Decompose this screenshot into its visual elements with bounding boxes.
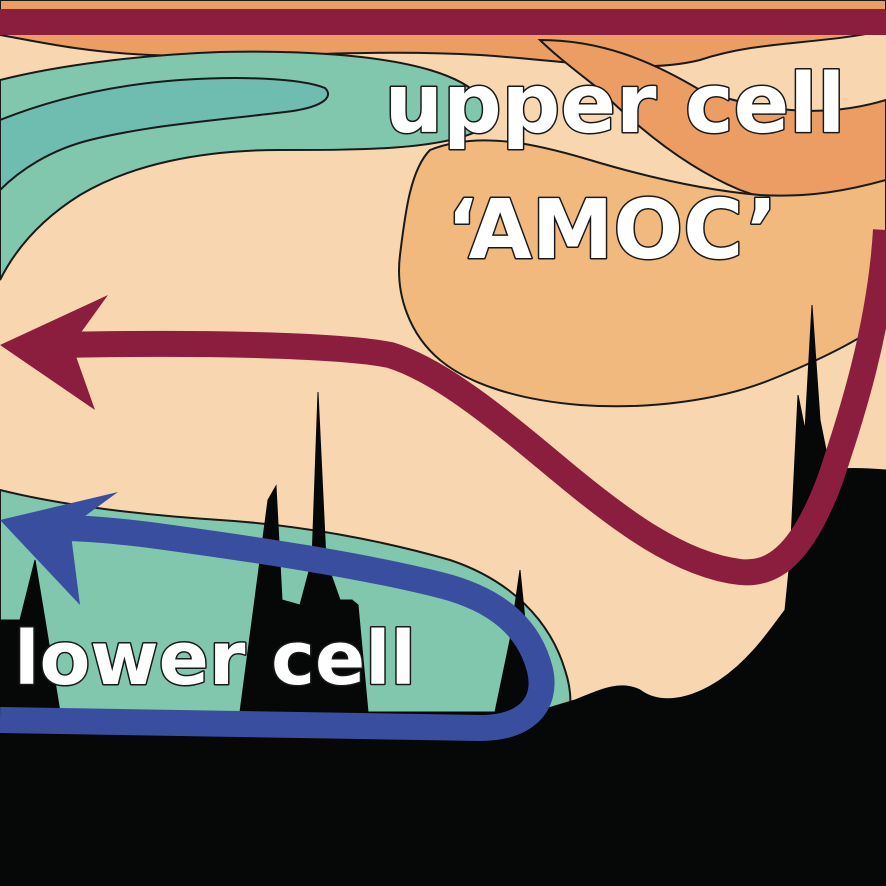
upper-cell-orange-blob: [398, 139, 886, 408]
lower-cell-label: lower cell: [14, 616, 416, 702]
upper-cell-label: upper cell: [385, 57, 846, 152]
lower-cell-flow: [0, 515, 555, 742]
upper-cell-deep-return-flow: [59, 229, 886, 586]
lower-cell-arrowhead: [0, 492, 118, 605]
amoc-label: ‘AMOC’: [447, 183, 778, 278]
upper-cell-arrowhead: [0, 295, 108, 410]
intermediate-water-core: [0, 77, 330, 192]
